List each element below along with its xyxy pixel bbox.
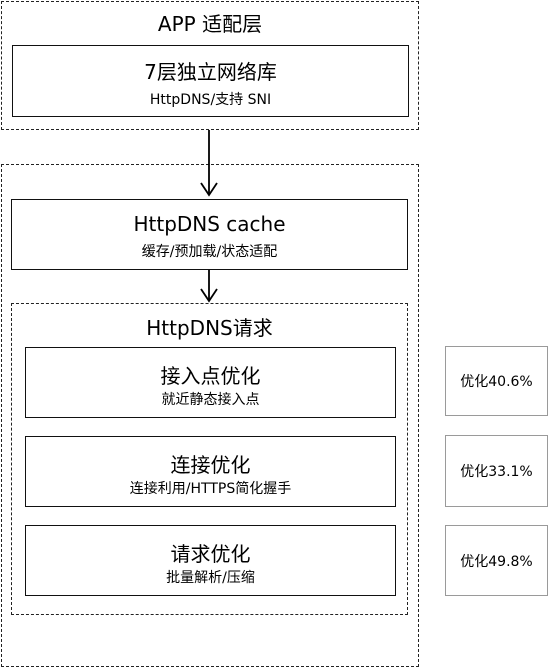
improvement-badge-request: 优化49.8% (445, 525, 548, 596)
httpdns-cache-subtitle: 缓存/预加载/状态适配 (141, 244, 278, 260)
improvement-badge-access-point: 优化40.6% (445, 346, 548, 416)
improvement-value: 优化40.6% (460, 374, 533, 390)
improvement-value: 优化49.8% (460, 553, 533, 570)
connection-optimization-subtitle: 连接利用/HTTPS简化握手 (129, 481, 292, 497)
access-point-optimization-box: 接入点优化 就近静态接入点 (25, 347, 396, 418)
app-layer-group: APP 适配层 7层独立网络库 HttpDNS/支持 SNI (1, 1, 419, 130)
network-library-subtitle: HttpDNS/支持 SNI (149, 92, 272, 108)
dns-layer-group (1, 164, 419, 667)
request-optimization-subtitle: 批量解析/压缩 (166, 570, 255, 586)
httpdns-cache-box: HttpDNS cache 缓存/预加载/状态适配 (11, 199, 408, 270)
request-optimization-box: 请求优化 批量解析/压缩 (25, 525, 396, 596)
improvement-badge-connection: 优化33.1% (445, 435, 548, 507)
connection-optimization-title: 连接优化 (170, 453, 251, 477)
access-point-optimization-subtitle: 就近静态接入点 (161, 392, 260, 408)
access-point-optimization-title: 接入点优化 (160, 364, 261, 388)
httpdns-cache-title: HttpDNS cache (133, 212, 286, 236)
network-library-box: 7层独立网络库 HttpDNS/支持 SNI (12, 45, 409, 117)
improvement-value: 优化33.1% (460, 464, 533, 480)
connection-optimization-box: 连接优化 连接利用/HTTPS简化握手 (25, 436, 396, 507)
httpdns-request-group: HttpDNS请求 (11, 303, 408, 615)
request-optimization-title: 请求优化 (170, 542, 251, 566)
network-library-title: 7层独立网络库 (144, 60, 277, 84)
httpdns-request-title: HttpDNS请求 (146, 316, 273, 340)
app-layer-title: APP 适配层 (157, 12, 263, 36)
